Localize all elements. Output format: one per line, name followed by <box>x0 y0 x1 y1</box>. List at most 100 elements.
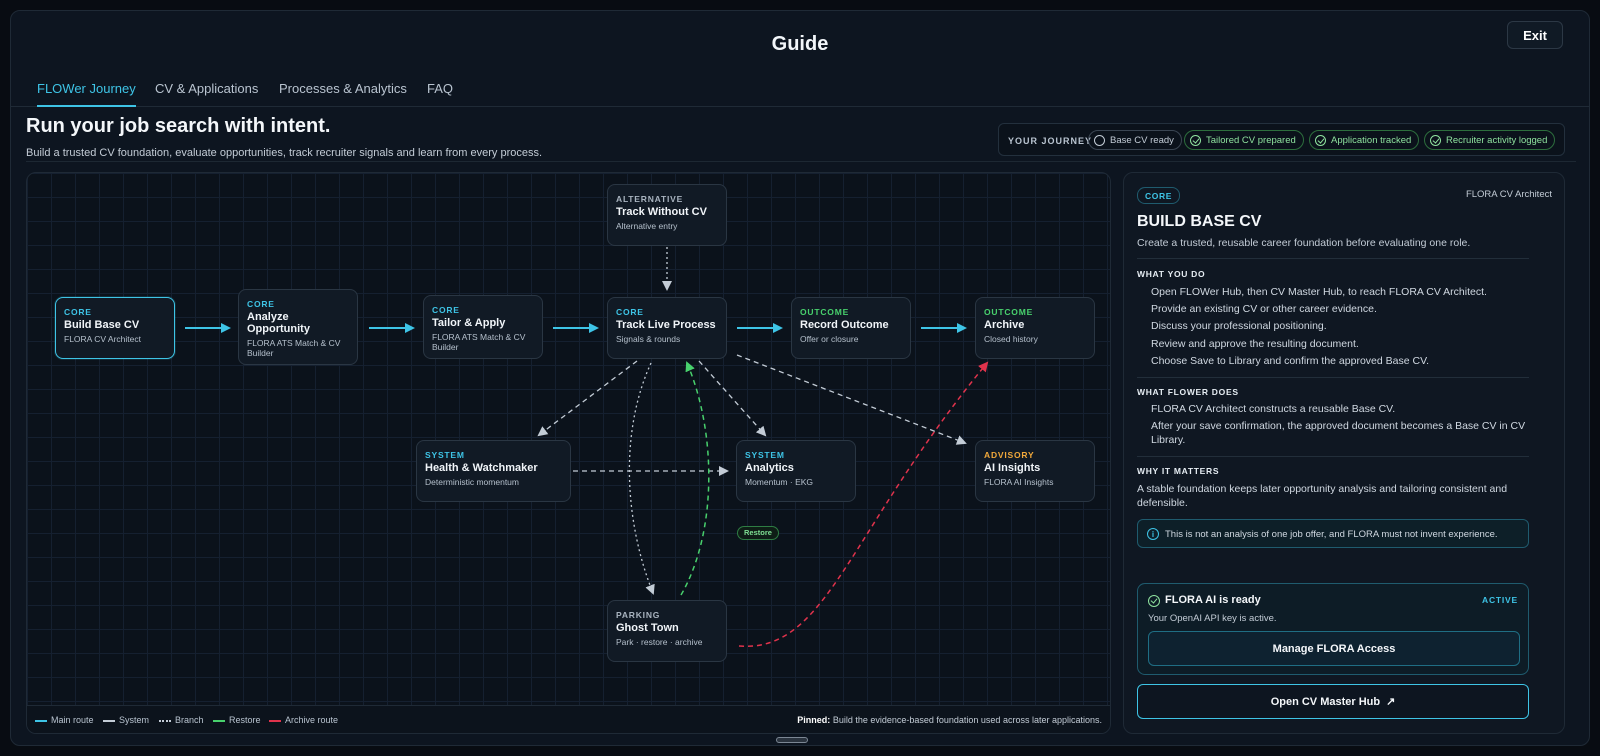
journey-step-label: Base CV ready <box>1110 135 1174 146</box>
open-cv-master-hub-button[interactable]: Open CV Master Hub ↗ <box>1137 684 1529 719</box>
panel-divider <box>1137 456 1529 457</box>
journey-step-application-tracked: Application tracked <box>1309 130 1420 150</box>
legend-archive-route: Archive route <box>269 715 338 725</box>
ai-status-subtitle: Your OpenAI API key is active. <box>1148 613 1277 624</box>
what-you-do-item: Open FLOWer Hub, then CV Master Hub, to … <box>1151 286 1487 298</box>
node-subtitle: Offer or closure <box>800 334 859 344</box>
edge-track-to-analytics <box>698 360 767 437</box>
node-category: CORE <box>616 307 644 317</box>
node-track-live-process[interactable]: CORE Track Live Process Signals & rounds <box>607 297 727 359</box>
check-circle-icon <box>1148 595 1160 607</box>
tab-cv-applications[interactable]: CV & Applications <box>155 81 259 96</box>
node-title: Analytics <box>745 462 794 474</box>
legend-label: Restore <box>229 715 261 725</box>
tab-flower-journey[interactable]: FLOWer Journey <box>37 73 136 107</box>
legend-swatch <box>269 720 281 722</box>
edge-track-to-ai-insights <box>736 354 967 445</box>
node-subtitle: Momentum · EKG <box>745 477 814 487</box>
hero-subtitle: Build a trusted CV foundation, evaluate … <box>26 147 543 159</box>
flow-edges <box>185 247 989 647</box>
journey-label: YOUR JOURNEY <box>1008 136 1093 146</box>
node-title: Health & Watchmaker <box>425 462 538 474</box>
why-it-matters-heading: WHY IT MATTERS <box>1137 466 1220 476</box>
why-it-matters-text: A stable foundation keeps later opportun… <box>1137 483 1508 509</box>
header-divider <box>26 161 1576 162</box>
what-flower-does-item: FLORA CV Architect constructs a reusable… <box>1151 403 1396 415</box>
node-category: SYSTEM <box>425 450 465 460</box>
node-category: ADVISORY <box>984 450 1035 460</box>
node-category: ALTERNATIVE <box>616 194 684 204</box>
pinned-text: Build the evidence-based foundation used… <box>832 715 1102 725</box>
node-category: CORE <box>432 305 460 315</box>
node-subtitle: FLORA AI Insights <box>984 477 1054 487</box>
panel-description: Create a trusted, reusable career founda… <box>1137 237 1471 249</box>
category-badge: CORE <box>1137 187 1180 204</box>
journey-step-base-cv: Base CV ready <box>1088 130 1182 150</box>
panel-owner: FLORA CV Architect <box>1465 189 1552 200</box>
legend-swatch <box>103 720 115 722</box>
what-you-do-item: Choose Save to Library and confirm the a… <box>1151 355 1430 367</box>
panel-divider <box>1137 377 1529 378</box>
node-health-watchmaker[interactable]: SYSTEM Health & Watchmaker Deterministic… <box>416 440 571 502</box>
node-title: Record Outcome <box>800 319 889 331</box>
edge-track-to-health <box>537 360 638 437</box>
journey-step-label: Tailored CV prepared <box>1206 135 1296 146</box>
panel-title: BUILD BASE CV <box>1137 213 1262 230</box>
node-subtitle: Alternative entry <box>616 221 678 231</box>
node-track-without-cv[interactable]: ALTERNATIVE Track Without CV Alternative… <box>607 184 727 246</box>
node-title: Track Without CV <box>616 206 707 218</box>
node-category: PARKING <box>616 610 661 620</box>
node-analyze-opportunity[interactable]: CORE Analyze Opportunity FLORA ATS Match… <box>238 289 358 365</box>
flow-diagram: CORE Build Base CV FLORA CV Architect CO… <box>26 172 1111 734</box>
journey-step-recruiter-activity: Recruiter activity logged <box>1424 130 1556 150</box>
external-link-icon: ↗ <box>1386 696 1396 708</box>
what-flower-does-heading: WHAT FLOWER DOES <box>1137 387 1239 397</box>
legend-swatch <box>35 720 47 722</box>
manage-flora-access-button[interactable]: Manage FLORA Access <box>1148 631 1520 666</box>
node-title: Track Live Process <box>616 319 716 331</box>
tab-faq[interactable]: FAQ <box>427 81 454 96</box>
journey-step-label: Recruiter activity logged <box>1446 135 1548 146</box>
info-icon: i <box>1147 528 1159 540</box>
node-category: CORE <box>247 299 275 309</box>
hero-title: Run your job search with intent. <box>26 115 331 137</box>
node-build-base-cv[interactable]: CORE Build Base CV FLORA CV Architect <box>55 297 175 359</box>
open-cv-master-hub-label: Open CV Master Hub <box>1270 696 1381 708</box>
info-note: i This is not an analysis of one job off… <box>1137 519 1529 548</box>
node-title: AI Insights <box>984 462 1041 474</box>
detail-panel: CORE FLORA CV Architect BUILD BASE CV Cr… <box>1123 172 1565 734</box>
edge-ghost-to-archive <box>738 361 989 647</box>
what-you-do-item: Discuss your professional positioning. <box>1151 320 1327 332</box>
flow-legend: Main route System Branch Restore Archive… <box>27 705 1110 733</box>
legend-label: Archive route <box>285 715 339 725</box>
node-title: Analyze Opportunity <box>247 311 310 335</box>
legend-restore: Restore <box>213 715 261 725</box>
node-record-outcome[interactable]: OUTCOME Record Outcome Offer or closure <box>791 297 911 359</box>
node-subtitle: Signals & rounds <box>616 334 681 344</box>
node-subtitle: Closed history <box>984 334 1038 344</box>
node-title: Archive <box>984 319 1025 331</box>
node-tailor-apply[interactable]: CORE Tailor & Apply FLORA ATS Match & CV… <box>423 295 543 359</box>
node-analytics[interactable]: SYSTEM Analytics Momentum · EKG <box>736 440 856 502</box>
modal-title: Guide <box>771 33 829 55</box>
legend-branch: Branch <box>159 715 204 725</box>
node-subtitle: FLORA ATS Match & CV Builder <box>247 338 341 358</box>
node-subtitle: FLORA CV Architect <box>64 334 141 344</box>
exit-button[interactable]: Exit <box>1507 21 1563 49</box>
node-ai-insights[interactable]: ADVISORY AI Insights FLORA AI Insights <box>975 440 1095 502</box>
resize-handle[interactable] <box>776 737 808 743</box>
legend-swatch <box>159 720 171 722</box>
what-you-do-item: Provide an existing CV or other career e… <box>1151 303 1377 315</box>
node-archive[interactable]: OUTCOME Archive Closed history <box>975 297 1095 359</box>
journey-step-label: Application tracked <box>1331 135 1412 146</box>
journey-step-tailored-cv: Tailored CV prepared <box>1184 130 1304 150</box>
tab-processes-analytics[interactable]: Processes & Analytics <box>279 81 407 96</box>
legend-swatch <box>213 720 225 722</box>
node-ghost-town[interactable]: PARKING Ghost Town Park · restore · arch… <box>607 600 727 662</box>
ai-status-title: FLORA AI is ready <box>1165 594 1261 606</box>
ai-status-badge: ACTIVE <box>1482 595 1518 605</box>
legend-system: System <box>103 715 149 725</box>
node-category: CORE <box>64 307 92 317</box>
pinned-label: Pinned: <box>797 715 831 725</box>
node-title: Tailor & Apply <box>432 317 506 329</box>
